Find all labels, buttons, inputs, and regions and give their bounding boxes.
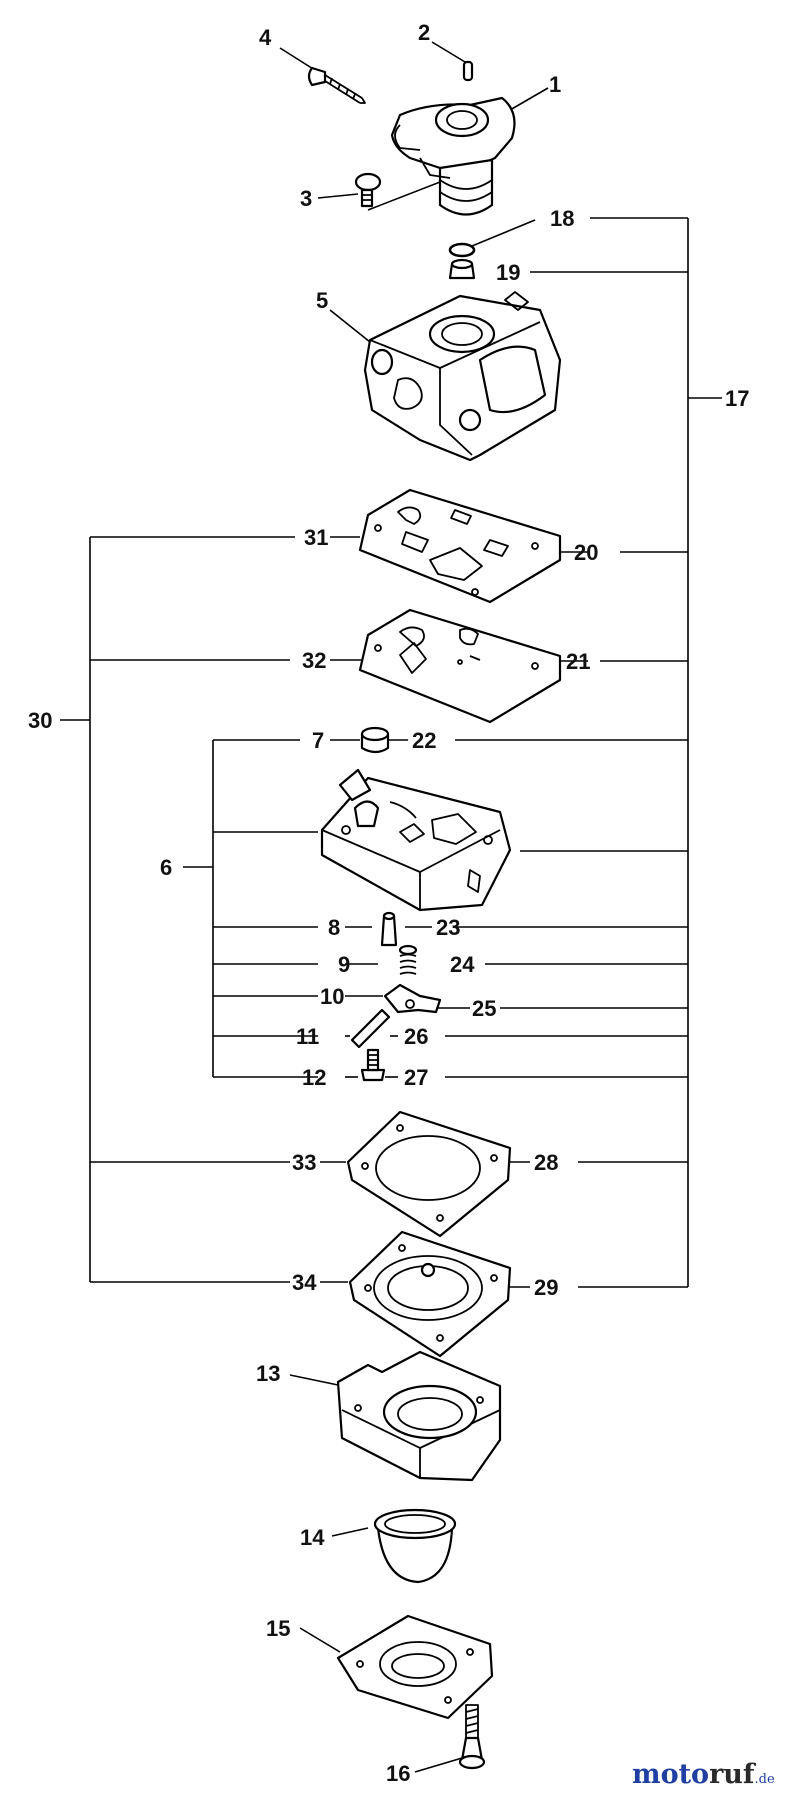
callout-20: 20: [574, 540, 598, 565]
callout-8: 8: [328, 915, 340, 940]
part-3-screw: [354, 172, 382, 208]
part-8-23-needle: [380, 911, 398, 947]
callout-34: 34: [292, 1270, 317, 1295]
callout-27: 27: [404, 1065, 428, 1090]
part-2-pin: [462, 60, 474, 82]
brand-name-part2: ruf: [709, 1759, 755, 1790]
brand-logo: motoruf.de: [632, 1760, 775, 1795]
callout-10: 10: [320, 984, 344, 1009]
callout-25: 25: [472, 996, 496, 1021]
part-14-primer-bulb: [373, 1508, 457, 1584]
callout-7: 7: [312, 728, 324, 753]
callout-4: 4: [259, 25, 272, 50]
callout-12: 12: [302, 1065, 326, 1090]
callout-11: 11: [296, 1024, 319, 1049]
callout-28: 28: [534, 1150, 558, 1175]
callout-13: 13: [256, 1361, 280, 1386]
callout-2: 2: [418, 20, 430, 45]
part-18-o-ring: [448, 242, 476, 258]
part-7-22-cap: [360, 726, 390, 754]
callout-31: 31: [304, 525, 328, 550]
part-10-25-metering-lever: [383, 983, 442, 1014]
part-33-28-gasket: [346, 1110, 512, 1238]
callout-21: 21: [566, 649, 590, 674]
callout-9: 9: [338, 952, 350, 977]
callout-32: 32: [302, 648, 326, 673]
part-11-26-shaft: [350, 1008, 391, 1049]
part-16-screw: [458, 1704, 486, 1770]
callout-23: 23: [436, 915, 460, 940]
callout-19: 19: [496, 260, 520, 285]
callout-3: 3: [300, 186, 312, 211]
callout-6: 6: [160, 855, 172, 880]
part-5-carburetor-body: [363, 291, 562, 462]
callout-29: 29: [534, 1275, 558, 1300]
callout-15: 15: [266, 1616, 290, 1641]
brand-tld: .de: [754, 1772, 775, 1787]
callout-17: 17: [725, 386, 749, 411]
part-13-pump-cover: [336, 1350, 502, 1482]
callout-1: 1: [549, 72, 561, 97]
part-19-filter: [448, 258, 476, 280]
kit-17-bracket: [445, 217, 722, 1288]
callout-26: 26: [404, 1024, 428, 1049]
part-6-carburetor-main-body: [320, 768, 512, 912]
part-31-20-gasket: [358, 488, 562, 604]
part-4-screw: [307, 66, 366, 104]
callout-24: 24: [450, 952, 475, 977]
callout-22: 22: [412, 728, 436, 753]
leader-lines: [279, 41, 590, 1773]
part-12-27-screw: [360, 1048, 386, 1082]
callout-labels: 1 2 3 4 5 6 7 8 9 10 11 12 13 14 15 16 1…: [28, 20, 749, 1786]
callout-5: 5: [316, 288, 328, 313]
callout-14: 14: [300, 1525, 325, 1550]
kit-30-bracket: [60, 536, 295, 1283]
callout-16: 16: [386, 1761, 410, 1786]
part-32-21-gasket: [358, 608, 562, 724]
callout-18: 18: [550, 206, 574, 231]
part-1-throttle-lever: [390, 96, 516, 216]
callout-33: 33: [292, 1150, 316, 1175]
part-9-24-spring: [398, 944, 418, 975]
part-34-29-diaphragm: [348, 1230, 512, 1358]
callout-30: 30: [28, 708, 52, 733]
kit-6-bracket: [183, 739, 318, 1078]
brand-name-part1: moto: [632, 1759, 710, 1790]
part-15-bulb-cover: [336, 1614, 494, 1720]
